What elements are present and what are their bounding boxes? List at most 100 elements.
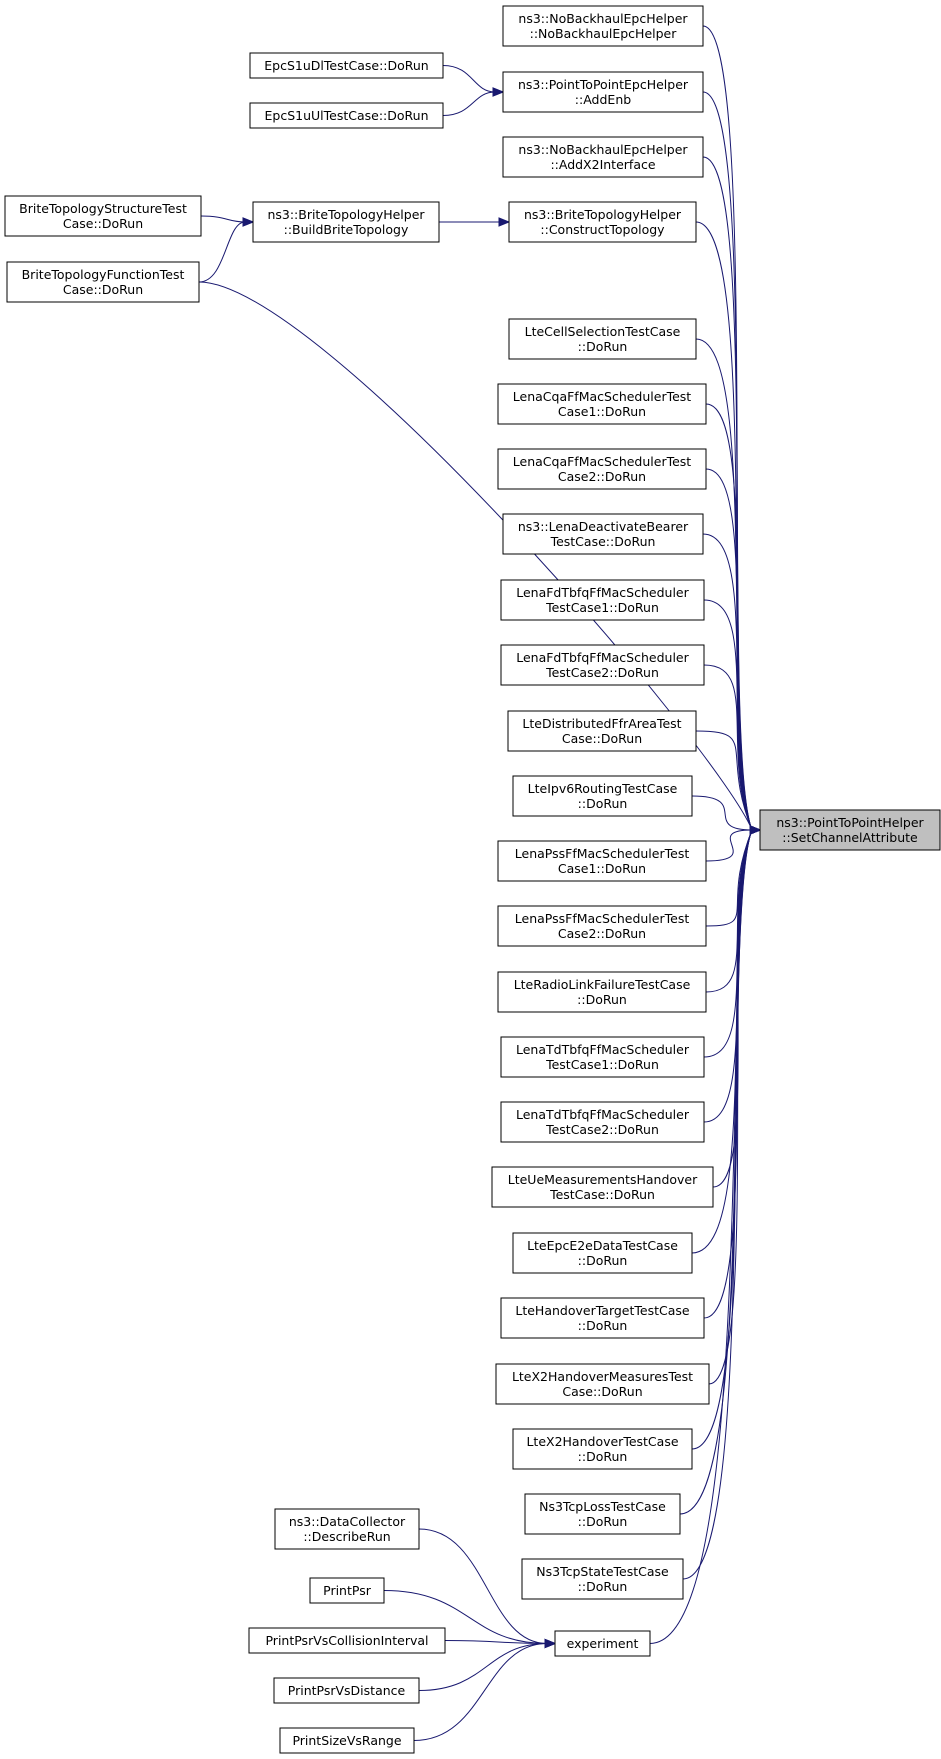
node-label: TestCase2::DoRun [545, 665, 659, 680]
node-label: PrintSizeVsRange [292, 1733, 401, 1748]
node-tcp-loss[interactable]: Ns3TcpLossTestCase::DoRun [524, 1493, 681, 1535]
node-label: LteRadioLinkFailureTestCase [514, 977, 691, 992]
node-label: Case::DoRun [63, 216, 143, 231]
node-label: ::BuildBriteTopology [284, 222, 409, 237]
node-label: ::AddEnb [575, 92, 631, 107]
arrowhead [492, 87, 505, 97]
node-label: ns3::BriteTopologyHelper [524, 207, 682, 222]
node-label: ::AddX2Interface [550, 157, 655, 172]
node-label: PrintPsrVsDistance [288, 1683, 406, 1698]
node-label: LteDistributedFfrAreaTest [522, 716, 681, 731]
node-label: LenaCqaFfMacSchedulerTest [513, 389, 692, 404]
node-layer: ns3::PointToPointHelper::SetChannelAttri… [4, 5, 941, 1754]
node-epc-e2e-data[interactable]: LteEpcE2eDataTestCase::DoRun [512, 1232, 693, 1274]
node-label: Case1::DoRun [558, 861, 646, 876]
node-label: Case2::DoRun [558, 926, 646, 941]
node-handover-target[interactable]: LteHandoverTargetTestCase::DoRun [500, 1297, 705, 1339]
node-label: Ns3TcpStateTestCase [536, 1564, 669, 1579]
edge-pss2-to-target [705, 825, 762, 927]
node-print-psr-distance[interactable]: PrintPsrVsDistance [273, 1677, 420, 1704]
arrowhead [749, 825, 762, 835]
node-label: LteX2HandoverTestCase [526, 1434, 678, 1449]
node-s1u-dl[interactable]: EpcS1uDlTestCase::DoRun [249, 52, 444, 79]
edge-layer [198, 25, 762, 1741]
node-construct-topology[interactable]: ns3::BriteTopologyHelper::ConstructTopol… [508, 201, 697, 243]
node-lte-cell-selection[interactable]: LteCellSelectionTestCase::DoRun [508, 318, 697, 360]
edge-experiment-to-target [649, 825, 762, 1644]
edge-print-size-range-to-experiment [413, 1638, 557, 1741]
edge-s1u-ul-to-p2p-addenb [442, 87, 505, 116]
node-label: LteIpv6RoutingTestCase [528, 781, 678, 796]
node-label: ::DoRun [578, 1318, 628, 1333]
node-label: ::DoRun [578, 1253, 628, 1268]
node-label: TestCase::DoRun [549, 1187, 655, 1202]
node-label: BriteTopologyStructureTest [19, 201, 187, 216]
node-label: Ns3TcpLossTestCase [539, 1499, 666, 1514]
node-label: ns3::LenaDeactivateBearer [518, 519, 689, 534]
edge-handover-target-to-target [703, 825, 762, 1319]
node-experiment[interactable]: experiment [554, 1630, 651, 1657]
node-label: ::ConstructTopology [540, 222, 665, 237]
node-label: LteUeMeasurementsHandover [508, 1172, 698, 1187]
node-describe-run[interactable]: ns3::DataCollector::DescribeRun [274, 1508, 420, 1550]
node-label: ::DescribeRun [303, 1529, 390, 1544]
node-label: ::DoRun [577, 992, 627, 1007]
node-p2p-addenb[interactable]: ns3::PointToPointEpcHelper::AddEnb [502, 71, 704, 113]
node-print-size-range[interactable]: PrintSizeVsRange [279, 1727, 415, 1754]
node-label: PrintPsrVsCollisionInterval [265, 1633, 428, 1648]
node-print-psr[interactable]: PrintPsr [309, 1577, 385, 1604]
node-label: LenaTdTbfqFfMacScheduler [516, 1107, 690, 1122]
edge-distributed-ffr-to-target [695, 730, 762, 835]
node-label: ::DoRun [578, 796, 628, 811]
node-label: LteCellSelectionTestCase [525, 324, 681, 339]
edge-build-brite-to-construct-topology [439, 217, 511, 227]
node-label: ::NoBackhaulEpcHelper [530, 26, 678, 41]
node-nobackhaul-ctor[interactable]: ns3::NoBackhaulEpcHelper::NoBackhaulEpcH… [502, 5, 704, 47]
node-ipv6-routing[interactable]: LteIpv6RoutingTestCase::DoRun [512, 775, 693, 817]
node-label: EpcS1uUlTestCase::DoRun [264, 108, 428, 123]
edge-nobackhaul-ctor-to-target [702, 25, 762, 835]
node-label: Case::DoRun [562, 731, 642, 746]
node-label: EpcS1uDlTestCase::DoRun [264, 58, 428, 73]
arrowhead [498, 217, 511, 227]
edge-cqa2-to-target [705, 468, 762, 835]
node-addx2[interactable]: ns3::NoBackhaulEpcHelper::AddX2Interface [502, 136, 704, 178]
node-print-psr-collision[interactable]: PrintPsrVsCollisionInterval [248, 1627, 446, 1654]
node-label: LteEpcE2eDataTestCase [527, 1238, 678, 1253]
node-label: ::DoRun [578, 339, 628, 354]
node-radio-link-failure[interactable]: LteRadioLinkFailureTestCase::DoRun [497, 971, 707, 1013]
node-build-brite[interactable]: ns3::BriteTopologyHelper::BuildBriteTopo… [252, 201, 440, 243]
node-label: ns3::DataCollector [289, 1514, 406, 1529]
node-tcp-state[interactable]: Ns3TcpStateTestCase::DoRun [521, 1558, 684, 1600]
node-label: LenaPssFfMacSchedulerTest [515, 911, 690, 926]
node-label: TestCase1::DoRun [545, 1057, 659, 1072]
node-label: LteX2HandoverMeasuresTest [512, 1369, 693, 1384]
edge-deactivate-bearer-to-target [702, 533, 762, 835]
edge-tdtbfq2-to-target [703, 825, 762, 1123]
arrowhead [544, 1638, 557, 1649]
node-label: Case::DoRun [562, 1384, 642, 1399]
node-label: ns3::PointToPointHelper [776, 815, 924, 830]
node-s1u-ul[interactable]: EpcS1uUlTestCase::DoRun [249, 102, 444, 129]
node-label: LenaFdTbfqFfMacScheduler [516, 650, 689, 665]
node-label: TestCase2::DoRun [545, 1122, 659, 1137]
node-label: TestCase::DoRun [550, 534, 656, 549]
node-label: LenaPssFfMacSchedulerTest [515, 846, 690, 861]
node-label: LteHandoverTargetTestCase [515, 1303, 690, 1318]
node-x2-handover[interactable]: LteX2HandoverTestCase::DoRun [512, 1428, 693, 1470]
